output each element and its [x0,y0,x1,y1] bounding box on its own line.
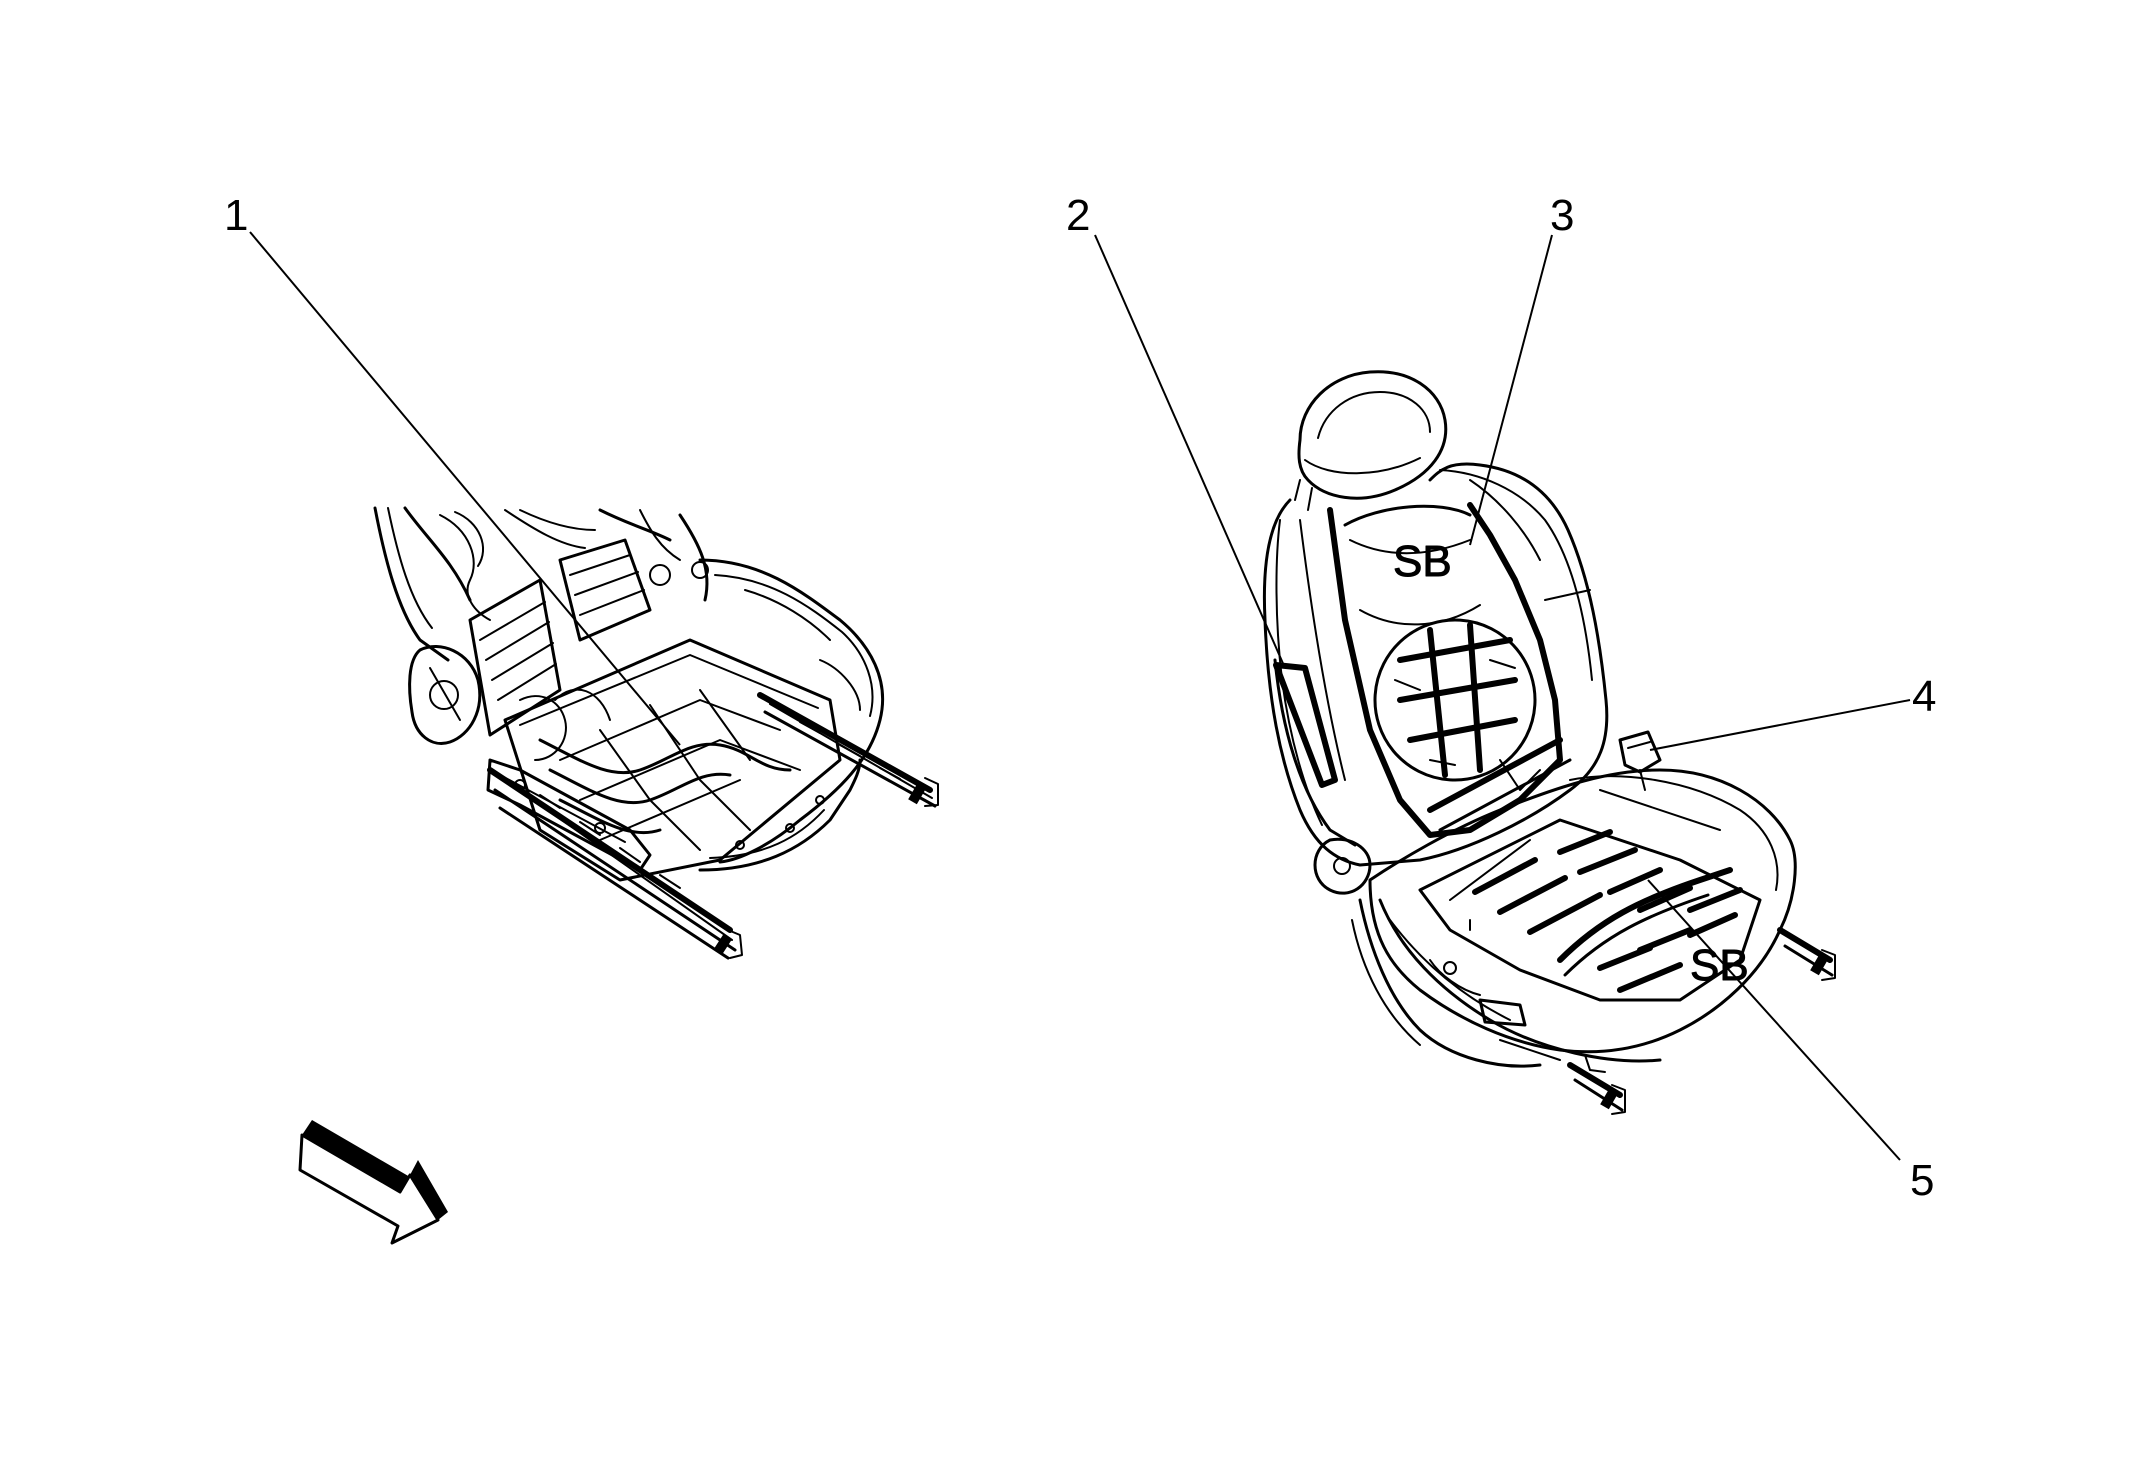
callout-4: 4 [1912,672,1936,721]
backrest-logo: SB [1393,537,1452,586]
leader-line-2 [1094,234,1286,669]
leader-line-1 [249,231,681,746]
leader-lines [249,231,1911,1161]
callout-1: 1 [224,191,248,240]
leader-line-5 [1647,879,1901,1161]
backrest-panel-border [1327,502,1563,838]
belt-buckle [1618,730,1662,774]
callout-2: 2 [1066,191,1090,240]
lumbar-grid-circle [1373,618,1537,782]
backrest-outer [1262,462,1609,867]
seat-cushion-outer [1368,768,1797,1054]
cushion-pan [1418,818,1762,1002]
headrest [1297,370,1448,500]
seat-frame-assembly [373,506,939,960]
callouts: 1 2 3 4 5 [224,191,1936,1205]
leader-line-3 [1469,234,1553,546]
leader-line-4 [1649,699,1911,751]
callout-5: 5 [1910,1156,1934,1205]
complete-seat-assembly: SB [1262,370,1836,1115]
side-bolster [1273,658,1357,847]
callout-3: 3 [1550,191,1574,240]
direction-arrow-icon [298,1120,448,1245]
